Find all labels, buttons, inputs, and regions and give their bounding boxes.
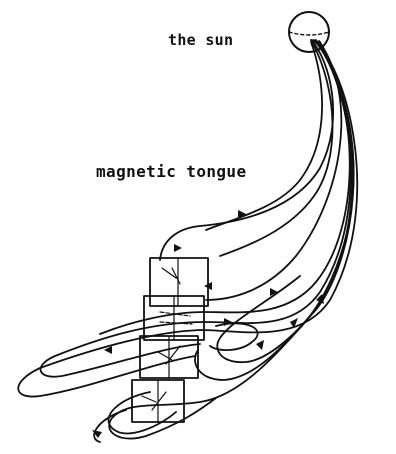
tube-section-1: [150, 258, 208, 306]
field-line-3: [100, 40, 350, 334]
field-lines: [18, 40, 357, 442]
direction-arrow-icon: [174, 244, 182, 252]
sun-label: the sun: [168, 33, 233, 48]
direction-arrow-icon: [256, 340, 264, 350]
field-line-upper-1: [160, 40, 333, 260]
magnetic-tongue-label: magnetic tongue: [96, 164, 247, 180]
flux-tube-sections: [132, 258, 208, 422]
field-line-outer: [18, 40, 357, 397]
field-line-upper-2: [206, 42, 322, 230]
direction-arrow-icon: [224, 318, 232, 326]
tube-section-4: [132, 380, 184, 422]
